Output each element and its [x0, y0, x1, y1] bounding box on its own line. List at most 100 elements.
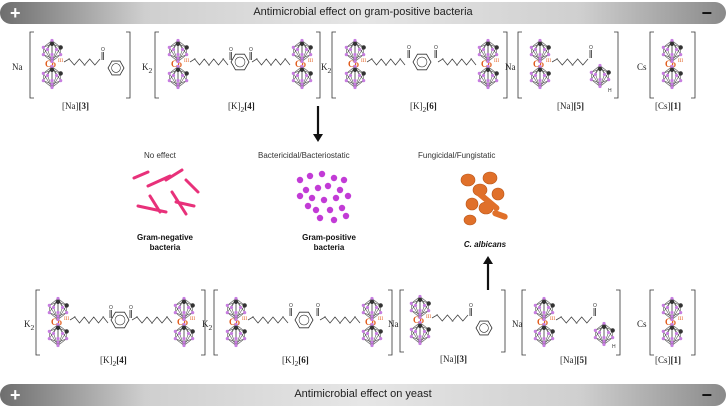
upper-cage — [167, 38, 189, 64]
minus-icon[interactable]: − — [701, 3, 712, 23]
upper-cage — [47, 296, 69, 322]
upper-cage — [225, 296, 247, 322]
oxidation-state: III — [242, 317, 247, 322]
ether-chain — [247, 316, 289, 324]
rod-bacterium — [146, 174, 172, 188]
lower-cage — [529, 64, 551, 90]
coccus-bacterium — [330, 216, 338, 224]
compound-label: [K]2[6] — [410, 101, 437, 114]
oxidation-state: III — [184, 59, 189, 64]
plus-icon[interactable]: + — [10, 3, 21, 23]
oxygen-label: O — [593, 303, 597, 309]
hypha — [476, 190, 500, 212]
benzene-ring — [294, 311, 314, 329]
upper-cage — [344, 38, 366, 64]
ester-carbonyl: O — [593, 303, 597, 316]
cobalt-label: Co — [45, 59, 56, 69]
rod-bacterium — [164, 168, 184, 182]
oxidation-state: III — [378, 317, 383, 322]
ether-chain — [69, 316, 109, 324]
yeast-cell — [465, 197, 479, 211]
benzene-ring — [110, 311, 130, 329]
carborane-cage — [589, 63, 611, 89]
ester-carbonyl: O — [316, 303, 320, 316]
plus-icon[interactable]: + — [10, 385, 21, 405]
yeast-cell — [491, 187, 505, 201]
cobalt-label: Co — [481, 59, 492, 69]
lower-cage — [344, 64, 366, 90]
ether-chain — [189, 58, 229, 66]
cobalt-label: Co — [665, 317, 676, 327]
lower-cage — [661, 64, 683, 90]
compound-label: [Na][5] — [557, 101, 584, 111]
cation-label: Cs — [637, 319, 647, 329]
oxygen-label: O — [589, 45, 593, 51]
cobalt-label: Co — [51, 317, 62, 327]
bracket-compound-4 — [154, 31, 321, 99]
coccus-bacterium — [314, 184, 322, 192]
oxidation-state: III — [678, 317, 683, 322]
upper-cage — [533, 296, 555, 322]
cation-label: K2 — [321, 62, 332, 75]
ester-carbonyl: O — [469, 303, 473, 316]
effect-label-fungicidal: Fungicidal/Fungistatic — [418, 151, 496, 160]
coccus-bacterium — [330, 174, 338, 182]
coccus-bacterium — [326, 206, 334, 214]
rod-bacterium — [132, 170, 150, 180]
oxidation-state: III — [64, 317, 69, 322]
lower-cage — [41, 64, 63, 90]
ester-carbonyl: O — [589, 45, 593, 58]
organism-caption-c-albicans: C. albicans — [463, 240, 507, 249]
benzene-ring — [475, 320, 493, 336]
bracket-compound-4 — [35, 289, 206, 356]
upper-cage — [529, 38, 551, 64]
oxidation-state: III — [494, 59, 499, 64]
upper-cage — [361, 296, 383, 322]
compound-label: [K]2[4] — [228, 101, 255, 114]
coccus-bacterium — [312, 206, 320, 214]
ether-chain — [437, 58, 477, 66]
compound-label: [K]2[6] — [282, 355, 309, 368]
hydrogen-label: H — [612, 344, 616, 350]
cobalt-label: Co — [537, 317, 548, 327]
coccus-bacterium — [320, 196, 328, 204]
minus-icon[interactable]: − — [701, 385, 712, 405]
coccus-bacterium — [296, 192, 304, 200]
yeast-cell — [460, 173, 476, 187]
coccus-bacterium — [316, 214, 324, 222]
benzene-ring — [412, 53, 432, 71]
coccus-bacterium — [342, 212, 350, 220]
cobalt-label: Co — [365, 317, 376, 327]
oxygen-label: O — [434, 45, 438, 51]
lower-cage — [477, 64, 499, 90]
cation-label: Cs — [637, 62, 647, 72]
oxygen-label: O — [469, 303, 473, 309]
bracket-compound-3 — [399, 289, 506, 353]
cation-label: Na — [12, 62, 23, 72]
cation-label: K2 — [202, 319, 213, 332]
ether-chain — [63, 58, 101, 66]
coccus-bacterium — [296, 176, 304, 184]
cation-label: K2 — [142, 62, 153, 75]
lower-cage — [225, 322, 247, 348]
cation-label: K2 — [24, 319, 35, 332]
cation-label: Na — [505, 62, 516, 72]
oxygen-label: O — [109, 305, 113, 311]
ester-carbonyl: O — [109, 305, 113, 318]
header-bar: + Antimicrobial effect on gram-positive … — [0, 2, 726, 24]
oxidation-state: III — [308, 59, 313, 64]
rod-bacterium — [184, 178, 200, 194]
cobalt-label: Co — [229, 317, 240, 327]
oxidation-state: III — [546, 59, 551, 64]
oxidation-state: III — [678, 59, 683, 64]
coccus-bacterium — [304, 202, 312, 210]
bracket-compound-1 — [649, 289, 696, 356]
